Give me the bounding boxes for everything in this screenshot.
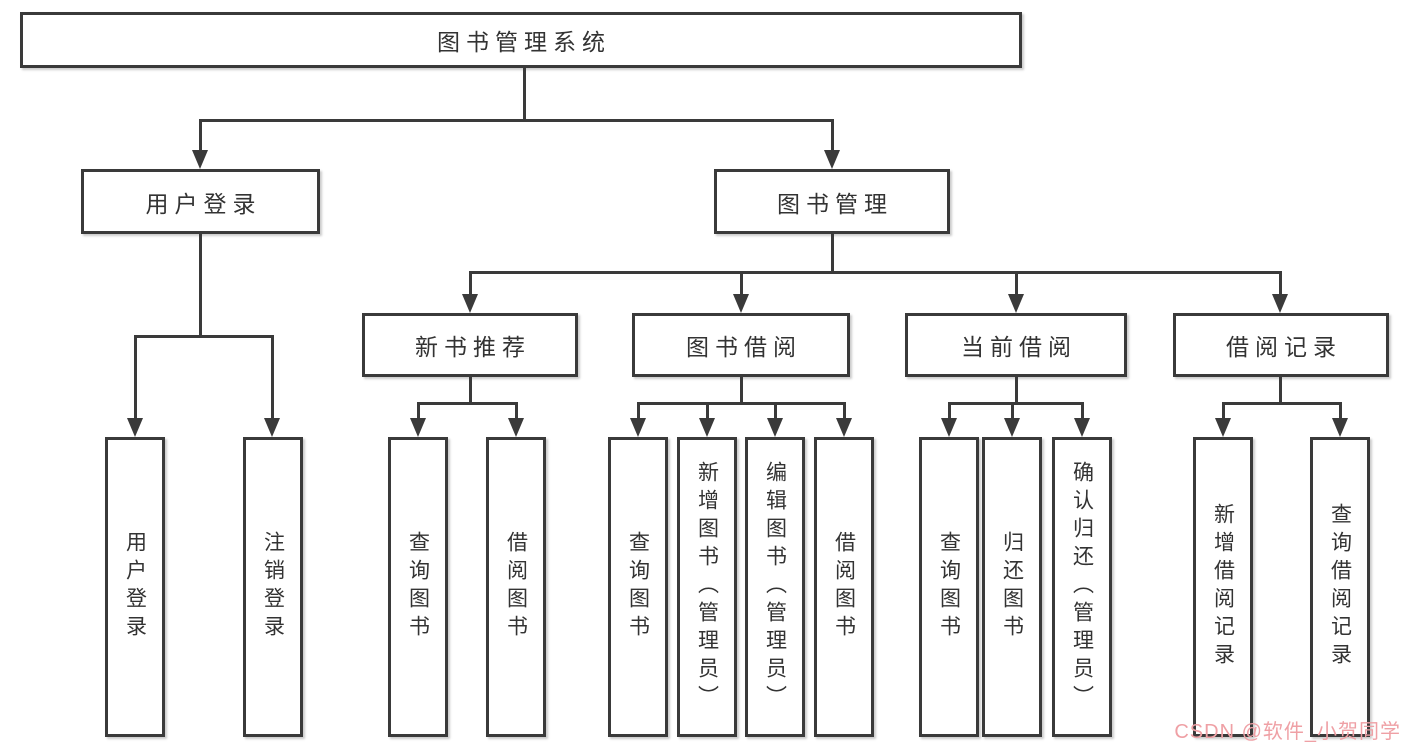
connector-line [706, 402, 709, 419]
connector-line [1081, 402, 1084, 419]
leaf-label: 查询图书 [626, 531, 650, 643]
arrow-down-icon [1332, 418, 1348, 437]
connector-line [843, 402, 846, 419]
connector-line [831, 234, 834, 274]
connector-line [1279, 271, 1282, 295]
arrow-down-icon [192, 150, 208, 169]
connector-line [740, 377, 743, 405]
connector-line [1011, 402, 1014, 419]
node-borrow-records: 借阅记录 [1173, 313, 1389, 377]
connector-line [831, 119, 834, 151]
arrow-down-icon [699, 418, 715, 437]
leaf-br-add-record: 新增借阅记录 [1193, 437, 1253, 737]
leaf-label: 注销登录 [261, 531, 285, 643]
arrow-down-icon [1272, 294, 1288, 313]
connector-line [199, 119, 833, 122]
connector-line [469, 271, 472, 295]
arrow-down-icon [941, 418, 957, 437]
connector-line [417, 402, 420, 419]
connector-line [1222, 402, 1342, 405]
leaf-label: 借阅图书 [504, 531, 528, 643]
connector-line [637, 402, 640, 419]
connector-line [1339, 402, 1342, 419]
leaf-label: 用户登录 [123, 531, 147, 643]
arrow-down-icon [1004, 418, 1020, 437]
leaf-cb-confirm-return-admin: 确认归还（管理员） [1052, 437, 1112, 737]
leaf-label: 查询图书 [937, 531, 961, 643]
connector-line [417, 402, 518, 405]
arrow-down-icon [733, 294, 749, 313]
leaf-label: 新增图书（管理员） [695, 461, 719, 713]
leaf-label: 借阅图书 [832, 531, 856, 643]
connector-line [1015, 271, 1018, 295]
leaf-label: 新增借阅记录 [1211, 503, 1235, 671]
leaf-label: 归还图书 [1000, 531, 1024, 643]
connector-line [948, 402, 951, 419]
connector-line [134, 335, 137, 418]
arrow-down-icon [1215, 418, 1231, 437]
connector-line [637, 402, 846, 405]
connector-line [740, 271, 743, 295]
leaf-bb-add-books-admin: 新增图书（管理员） [677, 437, 737, 737]
leaf-cb-query-books: 查询图书 [919, 437, 979, 737]
node-current-borrow: 当前借阅 [905, 313, 1127, 377]
leaf-logout: 注销登录 [243, 437, 303, 737]
connector-line [469, 271, 1282, 274]
arrow-down-icon [1008, 294, 1024, 313]
node-book-borrow: 图书借阅 [632, 313, 850, 377]
leaf-nb-borrow-books: 借阅图书 [486, 437, 546, 737]
leaf-br-query-record: 查询借阅记录 [1310, 437, 1370, 737]
leaf-bb-query-books: 查询图书 [608, 437, 668, 737]
connector-line [271, 335, 274, 418]
node-user-login: 用户登录 [81, 169, 320, 234]
connector-line [134, 335, 274, 338]
arrow-down-icon [264, 418, 280, 437]
node-root: 图书管理系统 [20, 12, 1022, 68]
connector-line [1279, 377, 1282, 405]
leaf-cb-return-books: 归还图书 [982, 437, 1042, 737]
arrow-down-icon [1074, 418, 1090, 437]
arrow-down-icon [462, 294, 478, 313]
arrow-down-icon [824, 150, 840, 169]
connector-line [199, 234, 202, 338]
leaf-bb-borrow-books: 借阅图书 [814, 437, 874, 737]
connector-line [469, 377, 472, 405]
node-new-book-recommend: 新书推荐 [362, 313, 578, 377]
connector-line [1015, 377, 1018, 405]
leaf-label: 查询图书 [406, 531, 430, 643]
leaf-user-login: 用户登录 [105, 437, 165, 737]
connector-line [199, 119, 202, 151]
connector-line [774, 402, 777, 419]
arrow-down-icon [410, 418, 426, 437]
arrow-down-icon [630, 418, 646, 437]
csdn-watermark: CSDN @软件_小贺同学 [1174, 721, 1401, 743]
connector-line [948, 402, 1084, 405]
arrow-down-icon [767, 418, 783, 437]
leaf-label: 编辑图书（管理员） [763, 461, 787, 713]
arrow-down-icon [508, 418, 524, 437]
arrow-down-icon [836, 418, 852, 437]
arrow-down-icon [127, 418, 143, 437]
connector-line [523, 68, 526, 121]
connector-line [1222, 402, 1225, 419]
leaf-label: 查询借阅记录 [1328, 503, 1352, 671]
node-book-management: 图书管理 [714, 169, 950, 234]
leaf-nb-query-books: 查询图书 [388, 437, 448, 737]
leaf-label: 确认归还（管理员） [1070, 461, 1094, 713]
leaf-bb-edit-books-admin: 编辑图书（管理员） [745, 437, 805, 737]
connector-line [515, 402, 518, 419]
